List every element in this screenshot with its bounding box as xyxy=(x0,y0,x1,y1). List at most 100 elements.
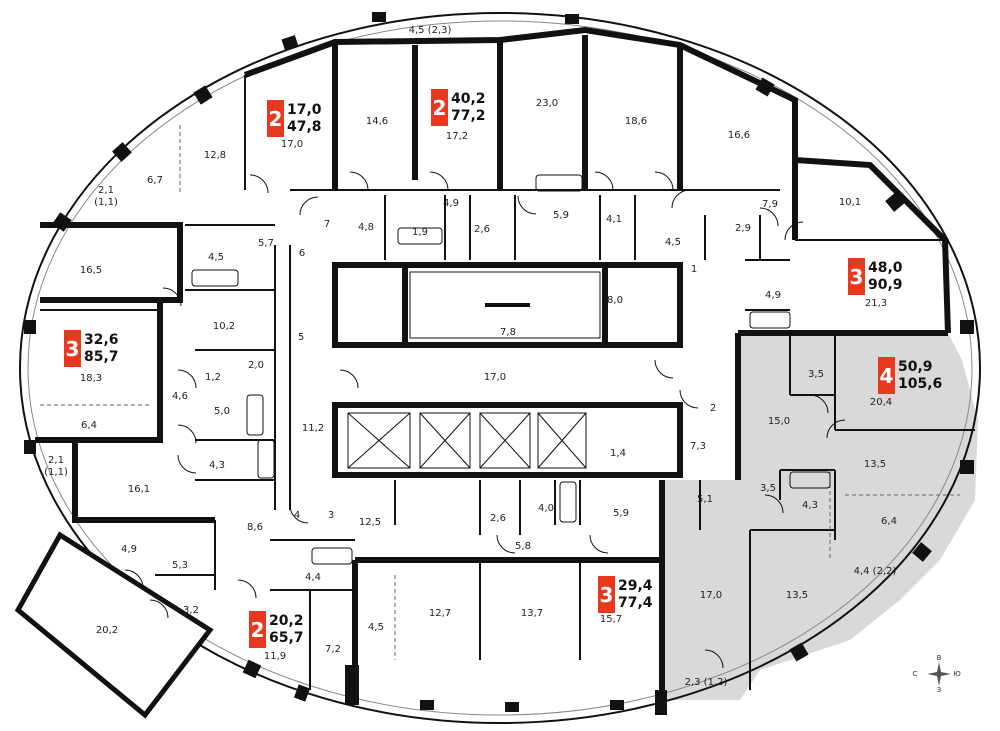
room-label: 5,1 xyxy=(697,494,713,505)
room-label: 11,9 xyxy=(263,651,287,662)
room-label: 2,6 xyxy=(490,513,506,524)
room-label: 20,4 xyxy=(869,397,893,408)
elevators xyxy=(347,412,587,469)
room-label: 2,3 (1,2) xyxy=(684,677,728,688)
room-label: 4,5 xyxy=(208,252,224,263)
room-label: 7,2 xyxy=(325,644,341,655)
room-label: 4,3 xyxy=(802,500,818,511)
west-wing xyxy=(14,531,214,719)
compass-icon xyxy=(927,662,951,686)
room-label: 3,2 xyxy=(183,605,199,616)
room-label: 6,4 xyxy=(81,420,97,431)
room-count: 3 xyxy=(64,330,81,367)
room-label: 10,1 xyxy=(838,197,862,208)
compass-rose: В З С Ю xyxy=(913,654,961,694)
room-label: 13,7 xyxy=(520,608,544,619)
total-area: 90,9 xyxy=(868,276,903,293)
room-count: 3 xyxy=(848,258,865,295)
room-label: 12,8 xyxy=(203,150,227,161)
living-area: 48,0 xyxy=(868,259,903,276)
bathtubs xyxy=(191,174,831,565)
living-area: 20,2 xyxy=(269,612,304,629)
room-label: 1,4 xyxy=(610,448,626,459)
room-label: 21,3 xyxy=(864,298,888,309)
room-label: 4,9 xyxy=(765,290,781,301)
room-label: 15,0 xyxy=(767,416,791,427)
room-label: 5,9 xyxy=(613,508,629,519)
room-label: 1 xyxy=(690,264,698,275)
room-label: 5,7 xyxy=(258,238,274,249)
room-label: 2,9 xyxy=(735,223,751,234)
room-label: 10,2 xyxy=(212,321,236,332)
facade-ellipse xyxy=(19,12,981,724)
room-label: (1,1) xyxy=(44,467,68,478)
facade-pillars xyxy=(24,12,974,715)
living-area: 29,4 xyxy=(618,577,653,594)
room-label: 7,8 xyxy=(500,327,516,338)
room-count: 2 xyxy=(431,89,448,126)
room-label: 3,5 xyxy=(808,369,824,380)
room-label: 17,0 xyxy=(483,372,507,383)
room-label: 5,8 xyxy=(515,541,531,552)
room-label: 4,3 xyxy=(209,460,225,471)
room-label: 17,0 xyxy=(699,590,723,601)
core xyxy=(332,262,683,478)
room-label: 2,1 xyxy=(98,185,114,196)
room-label: 7 xyxy=(323,219,331,230)
room-label: 17,2 xyxy=(445,131,469,142)
room-label: 4,8 xyxy=(358,222,374,233)
room-count: 3 xyxy=(598,576,615,613)
total-area: 85,7 xyxy=(84,348,119,365)
room-label: 13,5 xyxy=(785,590,809,601)
room-label: 4,9 xyxy=(121,544,137,555)
room-label: 20,2 xyxy=(95,625,119,636)
room-label: 4,9 xyxy=(443,198,459,209)
compass-east: Ю xyxy=(953,670,961,678)
room-label: 5,3 xyxy=(172,560,188,571)
room-count: 2 xyxy=(267,100,284,137)
room-label: 6,7 xyxy=(147,175,163,186)
room-label: 6,4 xyxy=(881,516,897,527)
room-label: 16,1 xyxy=(127,484,151,495)
room-label: 4,4 xyxy=(305,572,321,583)
room-label: 8,6 xyxy=(247,522,263,533)
room-count: 4 xyxy=(878,357,895,394)
room-label: 16,6 xyxy=(727,130,751,141)
room-label: 7,9 xyxy=(762,199,778,210)
room-label: 18,6 xyxy=(624,116,648,127)
room-label: 2,0 xyxy=(248,360,264,371)
partitions xyxy=(40,75,975,690)
room-label: 4,5 xyxy=(368,622,384,633)
room-label: 5 xyxy=(297,332,305,343)
room-label: 15,7 xyxy=(599,614,623,625)
room-label: 4,6 xyxy=(172,391,188,402)
living-area: 32,6 xyxy=(84,331,119,348)
room-label: 11,2 xyxy=(301,423,325,434)
compass-south: З xyxy=(936,686,942,694)
facade-ellipse-inner xyxy=(27,20,973,716)
room-label: 4,5 xyxy=(665,237,681,248)
total-area: 47,8 xyxy=(287,118,322,135)
room-label: 6 xyxy=(298,248,306,259)
total-area: 65,7 xyxy=(269,629,304,646)
room-label: 3,5 xyxy=(760,483,776,494)
room-label: 1,9 xyxy=(412,227,428,238)
room-label: 14,6 xyxy=(365,116,389,127)
room-label: 17,0 xyxy=(280,139,304,150)
room-label: 3 xyxy=(327,510,335,521)
total-area: 105,6 xyxy=(898,375,943,392)
room-label: 4,4 (2,2) xyxy=(853,566,897,577)
room-label: 16,5 xyxy=(79,265,103,276)
total-area: 77,2 xyxy=(451,107,486,124)
room-label: 12,5 xyxy=(358,517,382,528)
room-label: 4 xyxy=(293,510,301,521)
room-label: 8,0 xyxy=(607,295,623,306)
